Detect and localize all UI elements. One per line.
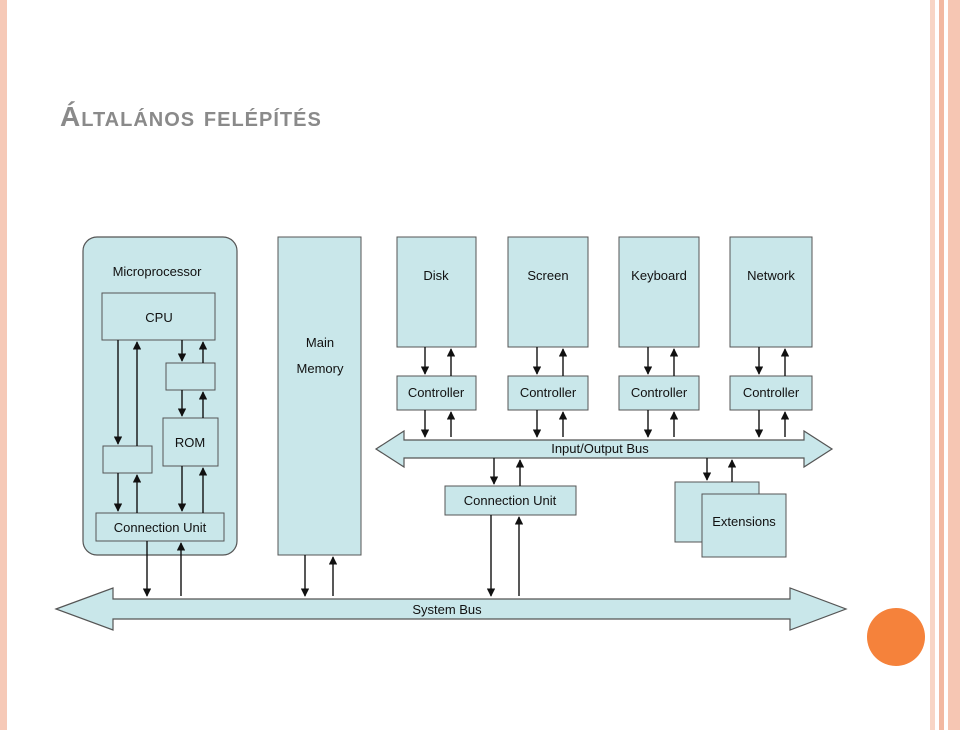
slide-right-border: [939, 0, 944, 730]
microprocessor-label: Microprocessor: [113, 264, 203, 279]
device-label: Screen: [527, 268, 568, 283]
cpu-box: [101, 292, 216, 341]
slide-right-border: [948, 0, 960, 730]
device-arrows: [420, 347, 790, 438]
device-disk: Disk Controller: [396, 236, 477, 411]
controller-label: Controller: [743, 385, 800, 400]
device-label: Disk: [423, 268, 449, 283]
cpu-label: CPU: [145, 310, 172, 325]
device-screen: Screen Controller: [507, 236, 589, 411]
microprocessor-box: [82, 236, 238, 556]
device-network: Network Controller: [729, 236, 813, 411]
main-memory-arrows: [300, 555, 338, 597]
device-keyboard: Keyboard Controller: [618, 236, 700, 411]
controller-label: Controller: [631, 385, 688, 400]
controller-label: Controller: [520, 385, 577, 400]
rom-label: ROM: [175, 435, 205, 450]
extensions-arrows: [702, 458, 737, 482]
rom-box: [162, 417, 219, 467]
io-connection-arrows: [486, 458, 525, 597]
cache-box: [102, 445, 153, 474]
io-bus-label: Input/Output Bus: [551, 441, 649, 456]
io-bus-arrow: [374, 429, 834, 469]
accent-circle: [867, 608, 925, 666]
io-connection-unit-label: Connection Unit: [464, 493, 557, 508]
system-bus-arrow: [54, 587, 848, 631]
slide-title: Általános felépítés: [60, 101, 322, 132]
extensions-label: Extensions: [712, 514, 776, 529]
device-label: Keyboard: [631, 268, 687, 283]
controller-label: Controller: [408, 385, 465, 400]
slide-right-border: [930, 0, 935, 730]
main-memory-label-line2: Memory: [297, 361, 344, 376]
system-bus-label: System Bus: [412, 602, 482, 617]
device-label: Network: [747, 268, 795, 283]
main-memory-box: [277, 236, 362, 556]
microprocessor-arrows: [113, 340, 208, 597]
connection-unit-label: Connection Unit: [114, 520, 207, 535]
connection-unit-box: [95, 512, 225, 542]
slide-left-border: [0, 0, 7, 730]
main-memory-label-line1: Main: [306, 335, 334, 350]
extensions-box: [701, 493, 787, 558]
register-box: [165, 362, 216, 391]
io-connection-unit-box: [444, 485, 577, 516]
